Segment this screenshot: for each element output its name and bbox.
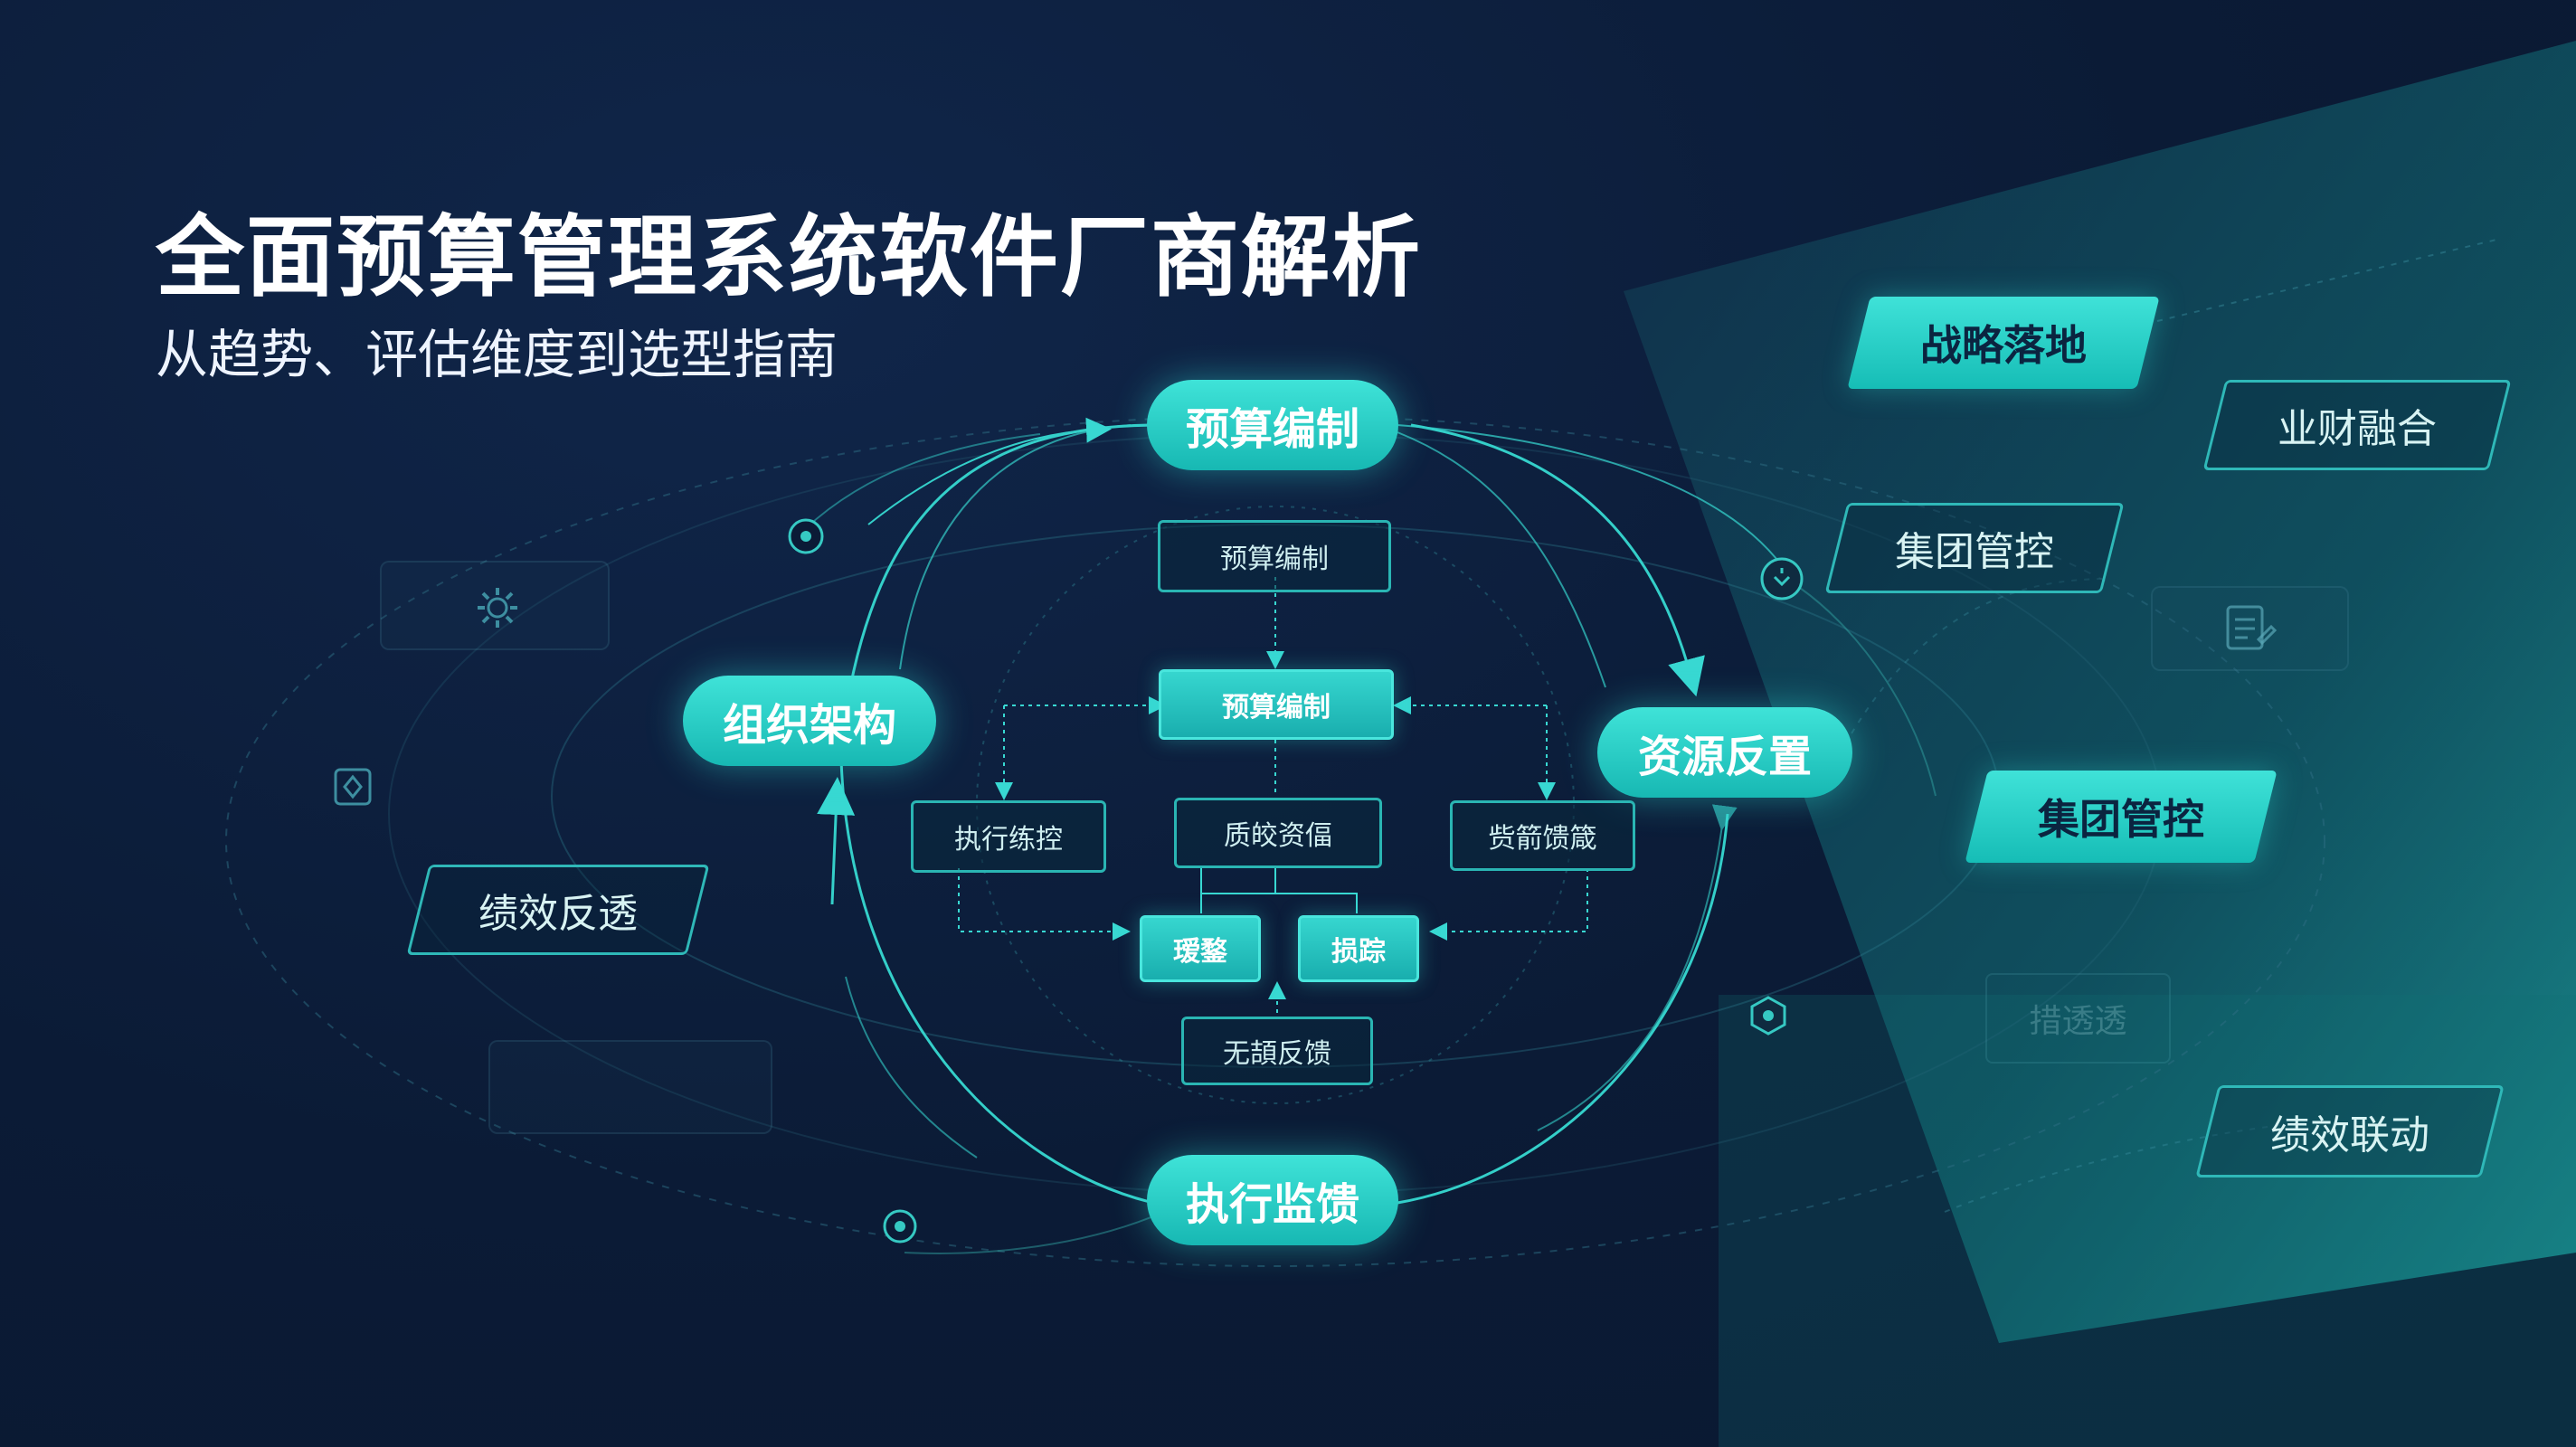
tag-label: 绩效反透 — [478, 891, 638, 937]
page-subtitle: 从趋势、评估维度到选型指南 — [156, 324, 838, 385]
flow-box-small-left[interactable]: 瑷鍪 — [1140, 915, 1261, 982]
diamond-icon — [333, 767, 373, 807]
target-node-icon — [882, 1208, 918, 1244]
document-edit-icon — [2221, 601, 2278, 656]
hex-node-icon — [1747, 995, 1789, 1036]
chevron-node-icon — [1758, 555, 1805, 602]
tag-ghost: 措透透 — [1985, 973, 2171, 1064]
flow-box-left[interactable]: 执行练控 — [911, 800, 1106, 873]
faint-panel — [380, 561, 610, 650]
page-title: 全面预算管理系统软件厂商解析 — [156, 206, 1423, 309]
tag-label: 绩效联动 — [2270, 1112, 2429, 1159]
flow-box-top[interactable]: 预算编制 — [1158, 520, 1391, 592]
tag-performance-left[interactable]: 绩效反透 — [406, 865, 710, 955]
cycle-node-bottom[interactable]: 执行监馈 — [1147, 1155, 1398, 1245]
flow-box-small-right[interactable]: 损踪 — [1298, 915, 1419, 982]
tag-strategy[interactable]: 战略落地 — [1847, 297, 2160, 389]
tag-label: 战略落地 — [1920, 321, 2087, 370]
tag-label: 业财融合 — [2278, 406, 2437, 452]
tag-group-control-highlight[interactable]: 集团管控 — [1965, 771, 2278, 863]
flow-box-bottom[interactable]: 无頡反馈 — [1181, 1017, 1373, 1085]
flow-box-right[interactable]: 赀箭馈箴 — [1450, 800, 1635, 871]
flow-box-center[interactable]: 质皎资偪 — [1174, 798, 1382, 868]
flow-box-main[interactable]: 预算编制 — [1159, 669, 1394, 740]
gear-icon — [469, 579, 526, 637]
target-node-icon — [787, 517, 825, 555]
tag-performance-link[interactable]: 绩效联动 — [2195, 1085, 2505, 1177]
tag-label: 集团管控 — [1895, 529, 2054, 575]
cycle-node-right[interactable]: 资源反置 — [1597, 707, 1852, 798]
tag-group-control[interactable]: 集团管控 — [1824, 503, 2125, 593]
tag-business-finance[interactable]: 业财融合 — [2202, 380, 2512, 470]
faint-panel — [488, 1040, 772, 1134]
cycle-node-left[interactable]: 组织架构 — [683, 676, 936, 766]
tag-label: 措透透 — [2029, 1003, 2127, 1040]
cycle-node-top[interactable]: 预算编制 — [1147, 380, 1398, 470]
tag-label: 集团管控 — [2038, 795, 2204, 844]
